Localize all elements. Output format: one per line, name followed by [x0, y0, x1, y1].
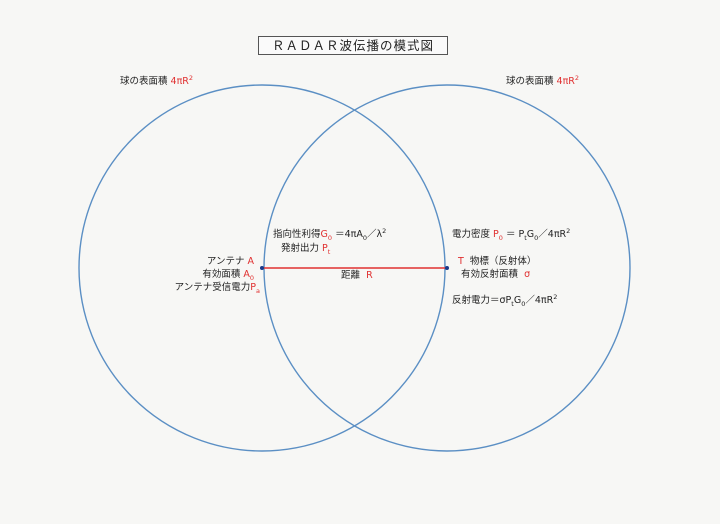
- effective-area-label: 有効面積 A0: [202, 269, 254, 282]
- tx-power-symbol: Pt: [322, 243, 331, 256]
- reflected-power-label: 反射電力＝σPtG0／4πR2: [452, 292, 558, 308]
- left-surface-label: 球の表面積 4πR2: [120, 73, 194, 87]
- power-density-label: 電力密度 P0 ＝ PtG0／4πR2: [452, 226, 571, 242]
- left-surface-value: 4πR2: [170, 73, 194, 87]
- target-label: T 物標（反射体）: [458, 256, 537, 267]
- diagram-title: ＲＡＤＡＲ波伝播の模式図: [258, 36, 448, 55]
- received-power-label: アンテナ受信電力Pa: [174, 282, 260, 295]
- antenna-point: [260, 266, 264, 270]
- distance-label: 距離 R: [341, 270, 373, 281]
- right-surface-value: 4πR2: [556, 73, 580, 87]
- tx-power-label: 発射出力 Pt: [281, 243, 331, 256]
- antenna-label: アンテナ A: [206, 256, 254, 267]
- target-point: [445, 266, 449, 270]
- gain-label: 指向性利得G0 ＝4πA0／λ2: [273, 226, 387, 242]
- rcs-label: 有効反射面積 σ: [461, 269, 531, 280]
- right-surface-label: 球の表面積 4πR2: [506, 73, 580, 87]
